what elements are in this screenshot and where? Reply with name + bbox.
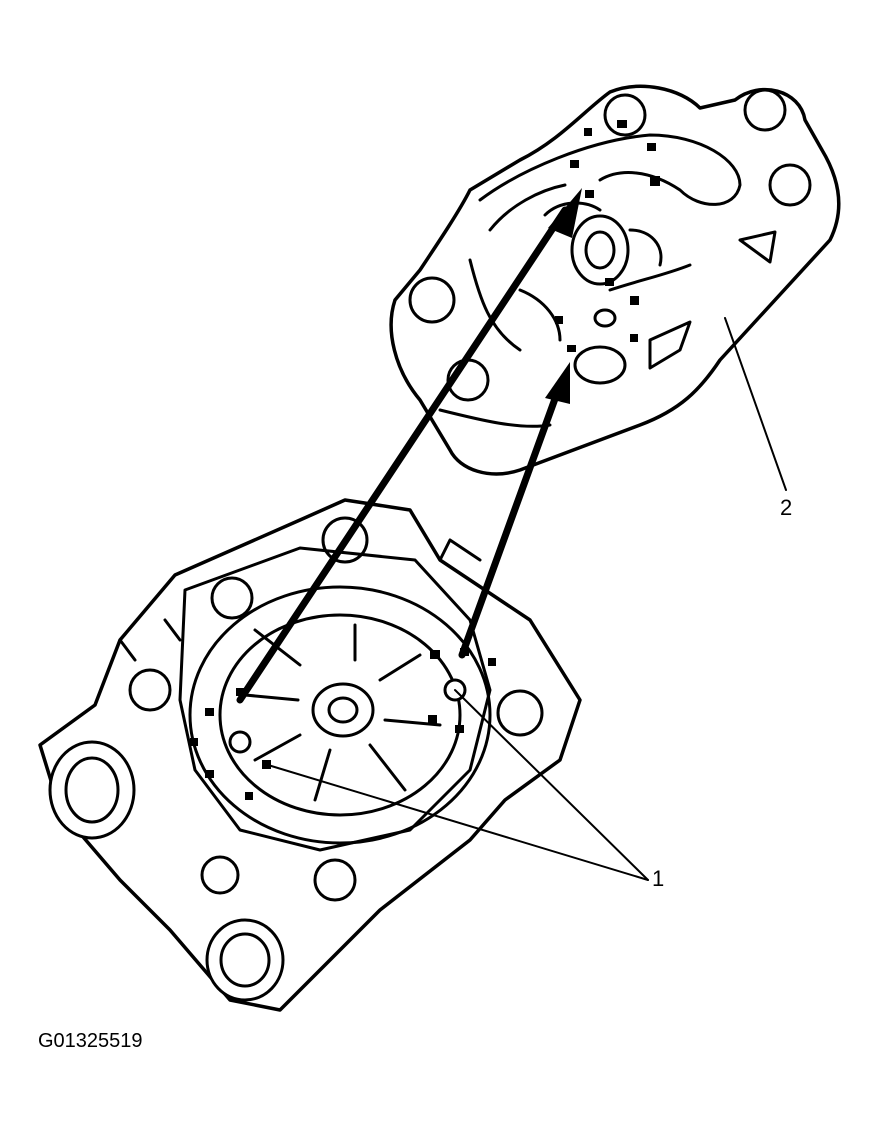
alignment-arrow (236, 206, 569, 704)
bolt-hole (743, 88, 787, 132)
bolt-hole (200, 855, 240, 895)
bolt-hole (313, 858, 357, 902)
leader-line-1b (454, 689, 649, 881)
callout-label-1: 1 (652, 866, 665, 891)
figure-id-label: G01325519 (38, 1030, 143, 1052)
pump-cover-plate (389, 84, 841, 476)
bolt-hole (496, 689, 544, 737)
alignment-arrows (236, 188, 582, 704)
pump-body (38, 498, 582, 1012)
alignment-arrow (458, 381, 564, 659)
leader-lines (267, 317, 787, 881)
leader-line-1a (267, 764, 649, 881)
bolt-hole (128, 668, 172, 712)
leader-line-2 (724, 317, 787, 491)
bolt-hole (210, 576, 254, 620)
bolt-hole (768, 163, 812, 207)
bolt-hole (603, 93, 647, 137)
bolt-hole (408, 276, 456, 324)
callout-label-2: 2 (780, 495, 793, 520)
